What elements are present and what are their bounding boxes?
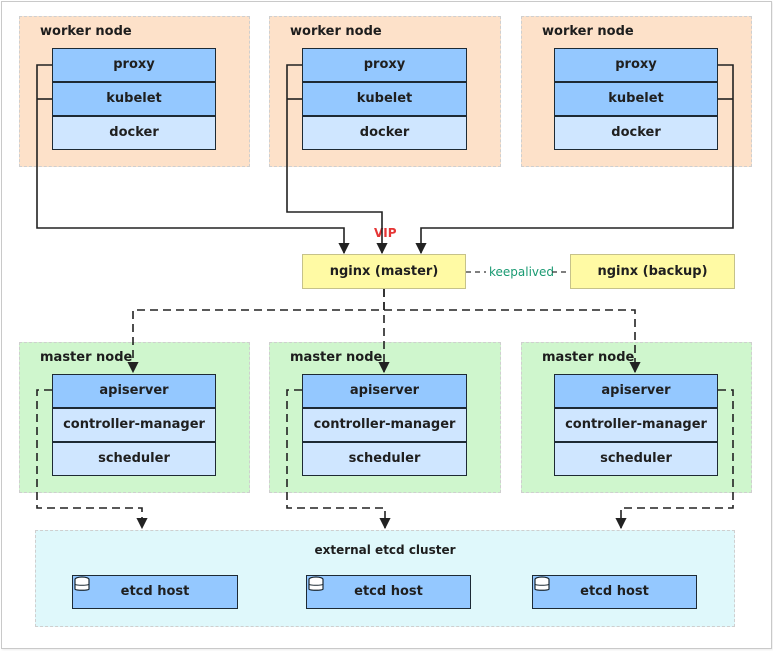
worker-1-proxy: proxy bbox=[52, 48, 216, 82]
vip-label: VIP bbox=[374, 226, 397, 240]
etcd-host-2: etcd host bbox=[306, 575, 471, 609]
master-3-to-etcd-line bbox=[615, 389, 734, 530]
database-icon bbox=[74, 576, 90, 591]
nginx-to-master-3-line bbox=[384, 309, 641, 374]
master-1-to-etcd-line bbox=[36, 389, 148, 530]
worker-1-kubelet: kubelet bbox=[52, 82, 216, 116]
master-3-apiserver: apiserver bbox=[554, 374, 718, 408]
worker-node-title: worker node bbox=[40, 24, 132, 39]
nginx-master-box: nginx (master) bbox=[302, 254, 466, 289]
etcd-host-label: etcd host bbox=[120, 584, 190, 599]
master-2-to-etcd-line bbox=[286, 389, 391, 530]
worker-2-kubelet: kubelet bbox=[302, 82, 467, 116]
worker-3-proxy: proxy bbox=[554, 48, 718, 82]
etcd-host-3: etcd host bbox=[532, 575, 697, 609]
worker-1-docker: docker bbox=[52, 116, 216, 150]
database-icon bbox=[534, 576, 550, 591]
worker-3-kubelet: kubelet bbox=[554, 82, 718, 116]
master-node-title: master node bbox=[40, 350, 133, 365]
worker-node-title: worker node bbox=[290, 24, 382, 39]
database-icon bbox=[308, 576, 324, 591]
external-etcd-cluster-title: external etcd cluster bbox=[314, 543, 456, 557]
etcd-host-1: etcd host bbox=[72, 575, 238, 609]
master-2-controller-manager: controller-manager bbox=[302, 408, 467, 442]
worker-node-title: worker node bbox=[542, 24, 634, 39]
master-1-scheduler: scheduler bbox=[52, 442, 216, 476]
worker-3-docker: docker bbox=[554, 116, 718, 150]
etcd-host-label: etcd host bbox=[580, 584, 649, 599]
master-1-apiserver: apiserver bbox=[52, 374, 216, 408]
worker-1-proxy-to-nginx-line bbox=[36, 64, 350, 255]
nginx-to-master-1-line bbox=[127, 289, 385, 374]
worker-3-proxy-to-nginx-line bbox=[415, 64, 734, 255]
etcd-host-label: etcd host bbox=[354, 584, 423, 599]
worker-2-proxy: proxy bbox=[302, 48, 467, 82]
keepalived-label: keepalived bbox=[489, 265, 555, 279]
master-3-controller-manager: controller-manager bbox=[554, 408, 718, 442]
master-2-scheduler: scheduler bbox=[302, 442, 467, 476]
nginx-backup-box: nginx (backup) bbox=[570, 254, 735, 289]
master-node-title: master node bbox=[542, 350, 635, 365]
master-node-title: master node bbox=[290, 350, 383, 365]
master-2-apiserver: apiserver bbox=[302, 374, 467, 408]
master-3-scheduler: scheduler bbox=[554, 442, 718, 476]
master-1-controller-manager: controller-manager bbox=[52, 408, 216, 442]
worker-2-docker: docker bbox=[302, 116, 467, 150]
worker-2-proxy-to-nginx-line bbox=[286, 64, 388, 255]
